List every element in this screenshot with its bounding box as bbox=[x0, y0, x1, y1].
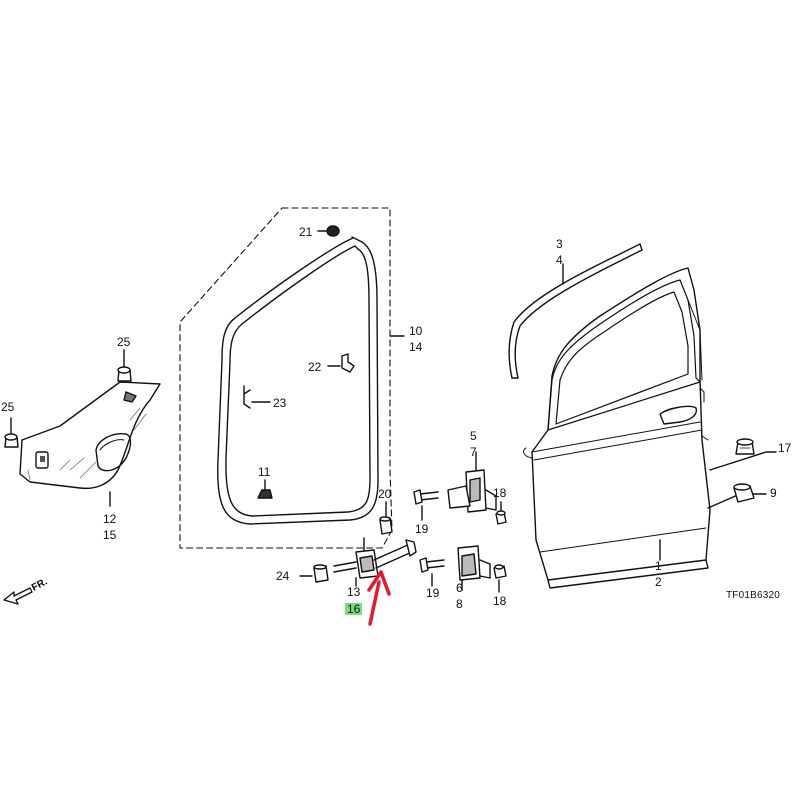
fastener-22 bbox=[327, 353, 355, 373]
callout-23: 23 bbox=[273, 396, 287, 410]
front-direction-arrow bbox=[3, 587, 33, 605]
cap-25-left bbox=[4, 417, 19, 448]
callout-17: 17 bbox=[778, 441, 792, 455]
callout-15: 15 bbox=[103, 528, 117, 542]
bolt-19-lower bbox=[419, 557, 445, 587]
lower-hinge bbox=[457, 545, 491, 591]
callout-25-left: 25 bbox=[1, 400, 15, 414]
callout-16: 16 bbox=[345, 602, 363, 616]
callout-13: 13 bbox=[347, 585, 361, 599]
callout-21: 21 bbox=[299, 225, 313, 239]
bolt-18-upper bbox=[495, 501, 507, 525]
diagram-code: TF01B6320 bbox=[726, 590, 781, 601]
upper-hinge bbox=[447, 451, 497, 513]
bolt-20 bbox=[379, 501, 393, 535]
callout-11: 11 bbox=[258, 465, 271, 479]
callout-9: 9 bbox=[770, 486, 777, 500]
callout-6: 6 bbox=[456, 581, 463, 595]
clip-23 bbox=[243, 385, 271, 409]
callout-19-upper: 19 bbox=[415, 522, 429, 536]
sash-molding bbox=[508, 243, 643, 379]
callout-18-upper: 18 bbox=[493, 486, 507, 500]
callout-12: 12 bbox=[103, 512, 117, 526]
callout-19-lower: 19 bbox=[426, 586, 440, 600]
callout-10: 10 bbox=[409, 324, 423, 338]
callout-1: 1 bbox=[655, 559, 662, 573]
callout-7: 7 bbox=[470, 445, 477, 459]
callout-8: 8 bbox=[456, 597, 463, 611]
callout-5: 5 bbox=[470, 429, 477, 443]
callout-25-top: 25 bbox=[117, 335, 131, 349]
callout-20: 20 bbox=[378, 487, 392, 501]
bumper-9 bbox=[733, 483, 755, 503]
part-11 bbox=[257, 479, 273, 499]
door-weatherstrip bbox=[217, 236, 379, 525]
door-panel bbox=[523, 267, 711, 589]
callout-22: 22 bbox=[308, 360, 322, 374]
callout-24: 24 bbox=[276, 569, 290, 583]
callout-14: 14 bbox=[409, 340, 423, 354]
grommet-17 bbox=[735, 438, 755, 455]
callout-4: 4 bbox=[556, 253, 563, 267]
hole-seal bbox=[19, 381, 161, 507]
clip-21 bbox=[317, 225, 340, 237]
weatherstrip-group-outline bbox=[179, 207, 393, 549]
callout-3: 3 bbox=[556, 237, 563, 251]
red-pointer-arrow bbox=[367, 570, 391, 626]
callout-2: 2 bbox=[655, 575, 662, 589]
cap-25-top bbox=[117, 349, 132, 382]
callout-18-lower: 18 bbox=[493, 594, 507, 608]
bolt-18-lower bbox=[493, 564, 507, 593]
bolt-24 bbox=[299, 564, 329, 583]
bolt-19-upper bbox=[413, 489, 439, 521]
door-checker bbox=[333, 537, 417, 587]
